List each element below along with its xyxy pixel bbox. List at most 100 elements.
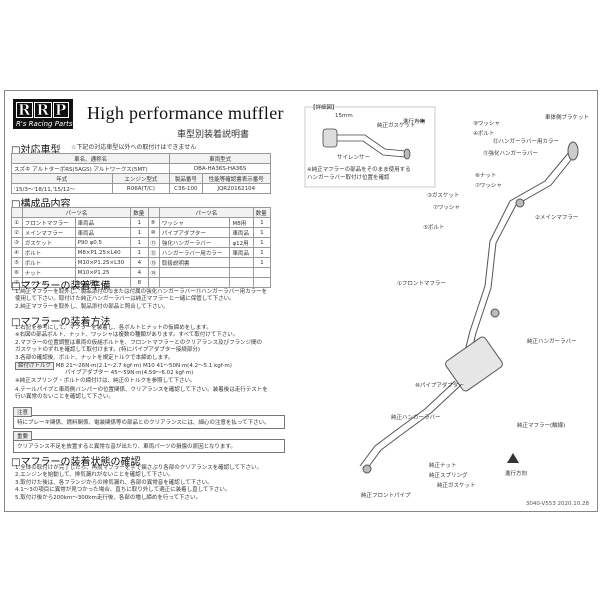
- parts-cell: 4: [130, 257, 149, 268]
- vehicle-header-model: 車両型式: [169, 153, 271, 164]
- label-silencer: サイレンサー: [337, 155, 371, 161]
- caution-box: 注意 特にブレーキ関係、燃料関係、電装関係等の部品とのクリアランスには、細心の注…: [13, 407, 285, 429]
- parts-cell: ハンガーラバー用カラー: [158, 247, 231, 258]
- parts-cell: ⑬: [147, 257, 160, 268]
- important-text: クリアランス不足を放置すると異常な音が出たり、車両パーツの損傷の原因となります。: [17, 444, 236, 450]
- parts-cell: パイプアダプター: [158, 227, 231, 238]
- method-line: 1.右記を参考にして、マフラーを装着し、各ボルトとナットの仮締めをします。: [15, 325, 212, 331]
- direction-arrow-icon: [507, 453, 519, 463]
- parts-cell: ⑩: [147, 227, 160, 238]
- parts-cell: [229, 257, 254, 268]
- torque-line-3: ※純正スプリング・ボルトの締付けは、純正のトルクを参照して下さい。: [15, 377, 196, 384]
- label-bracket: 車体側ブラケット: [545, 115, 590, 121]
- parts-cell: 8: [130, 277, 149, 288]
- logo-subtext: R's Racing Parts: [16, 120, 73, 128]
- parts-cell: ワッシャ: [21, 277, 76, 288]
- section-heading-method: □マフラーの装着方法: [11, 317, 111, 328]
- parts-header: パーツ名: [21, 207, 132, 218]
- parts-cell: ボルト: [21, 247, 76, 258]
- vehicle-header-name: 車名、通称名: [10, 153, 171, 164]
- label-hanger-11: ⑪強化ハンガーラバー: [483, 151, 538, 157]
- parts-header: [11, 207, 23, 218]
- parts-cell: ⑥: [11, 267, 23, 278]
- parts-cell: 4: [130, 267, 149, 278]
- document-code: 3040-V553 2020.10.28: [525, 501, 589, 507]
- method-text: 1.右記を参考にして、マフラーを装着し、各ボルトとナットの仮締めをします。 ※右…: [15, 325, 262, 362]
- parts-cell: M8用: [229, 217, 254, 228]
- label-jun-hanger: 純正ハンガーラバー: [527, 339, 577, 345]
- parts-cell: ⑭: [147, 267, 160, 278]
- vehicle-header-cert: 性能等確認書表示番号: [201, 173, 271, 184]
- label-jun-front-pipe: 純正フロントパイプ: [361, 493, 411, 499]
- parts-cell: 車両品: [74, 227, 132, 238]
- parts-cell: 1: [252, 237, 272, 248]
- method-line: 3.各部の確認後、ボルト、ナットを規定トルクで本締めします。: [15, 354, 174, 361]
- vehicle-header-year: 年式: [11, 173, 113, 184]
- parts-header: [147, 207, 160, 218]
- detail-note-1: ※純正マフラーの部品をそのまま使用する: [307, 167, 411, 173]
- parts-cell: 強化ハンガーラバー: [158, 237, 231, 248]
- parts-cell: [158, 277, 231, 288]
- parts-cell: ⑤: [11, 257, 23, 268]
- dimension-15mm: 15mm: [335, 113, 353, 119]
- method-line: ※右図の部品ボルト、ナット、ワッシャは複数の種類があります。すべて取付けて下さい…: [15, 332, 239, 339]
- parts-header: 数量: [252, 207, 272, 218]
- label-jun-gasket-2: 純正ガスケット: [437, 483, 476, 489]
- label-bolt-5: ⑤ボルト: [423, 225, 445, 231]
- detail-box: [304, 106, 436, 188]
- parts-cell: M10×P1.25×L30: [74, 257, 132, 268]
- label-jun-spring: 純正スプリング: [429, 473, 468, 479]
- parts-cell: ①: [11, 217, 23, 228]
- parts-cell: メインマフラー: [21, 227, 76, 238]
- parts-cell: 1: [130, 247, 149, 258]
- vehicle-model: DBA-HA36S-HA36S: [169, 163, 271, 174]
- parts-cell: ガスケット: [21, 237, 76, 248]
- section-heading-check: □マフラーの装着状態の確認: [11, 457, 141, 468]
- document-subtitle: 車型別装着説明書: [177, 130, 250, 140]
- check-line: 2.エンジンを始動して、排気漏れがないことを確認して下さい。: [15, 472, 174, 479]
- vehicle-table: 車名、通称名 車両型式 スズキ アルトターボRS(5AGS) アルトワークス(5…: [10, 153, 271, 194]
- vehicle-engine: R06A(T/C): [111, 183, 171, 194]
- parts-cell: [158, 267, 231, 278]
- check-line: 3.取付けた後は、各フランジからの排気漏れ、各部の異常音を確認して下さい。: [15, 479, 213, 486]
- prep-line: 使用して下さい。取付けた純正ハンガーラバーは純正マフラーと一緒に保管して下さい。: [15, 296, 235, 303]
- section-heading-prep: □マフラーの装着準備: [11, 281, 111, 292]
- check-line: 4.1〜3の項目に異常が見つかった場合、直ちに取り外して適正に装着し直して下さい…: [15, 487, 231, 494]
- detail-note-2: ハンガーラバー取付け位置を確認: [307, 175, 390, 181]
- parts-cell: [229, 267, 254, 278]
- check-line: 5.取付け後から200km〜300km走行後、各部の増し締めを行って下さい。: [15, 494, 202, 501]
- parts-cell: 1: [130, 227, 149, 238]
- parts-cell: [147, 277, 160, 288]
- parts-cell: 1: [252, 217, 272, 228]
- detail-muffler-drawing: [322, 128, 411, 160]
- parts-cell: ⑪: [147, 237, 160, 248]
- label-pipe-adapter: ⑩パイプアダプター: [415, 383, 464, 389]
- prep-line: 1.純正マフラーを取外し、製品添付の①または付属の強化ハンガーラバー⑪ハンガーラ…: [15, 289, 268, 295]
- detail-label: 【詳細図】: [310, 105, 338, 111]
- parts-cell: ②: [11, 227, 23, 238]
- parts-cell: [252, 277, 272, 288]
- label-washer-7a: ⑦ワッシャ: [475, 183, 502, 189]
- vehicle-name: スズキ アルトターボRS(5AGS) アルトワークス(5MT): [10, 163, 171, 174]
- check-text: 1.全体の取付けが完了したら、再度マフラーを手で揺さぶり各部のクリアランスを確認…: [15, 465, 262, 502]
- parts-cell: 1: [252, 257, 272, 268]
- label-jun-gasket: 純正ガスケット: [377, 123, 416, 129]
- section-heading-parts: □構成品内容: [11, 199, 71, 210]
- label-washer-9: ⑨ワッシャ: [473, 121, 500, 127]
- document-title: High performance muffler: [87, 103, 284, 123]
- torque-line-2: パイプアダプター 45〜59N·m(4.59〜6.02 kgf·m): [65, 370, 194, 377]
- parts-cell: 1: [252, 227, 272, 238]
- parts-cell: 1: [130, 217, 149, 228]
- label-jun-muffler: 純正マフラー(触媒): [517, 423, 566, 429]
- label-jun-nut: 純正ナット: [429, 463, 457, 469]
- parts-header: パーツ名: [158, 207, 254, 218]
- parts-cell: フロントマフラー: [21, 217, 76, 228]
